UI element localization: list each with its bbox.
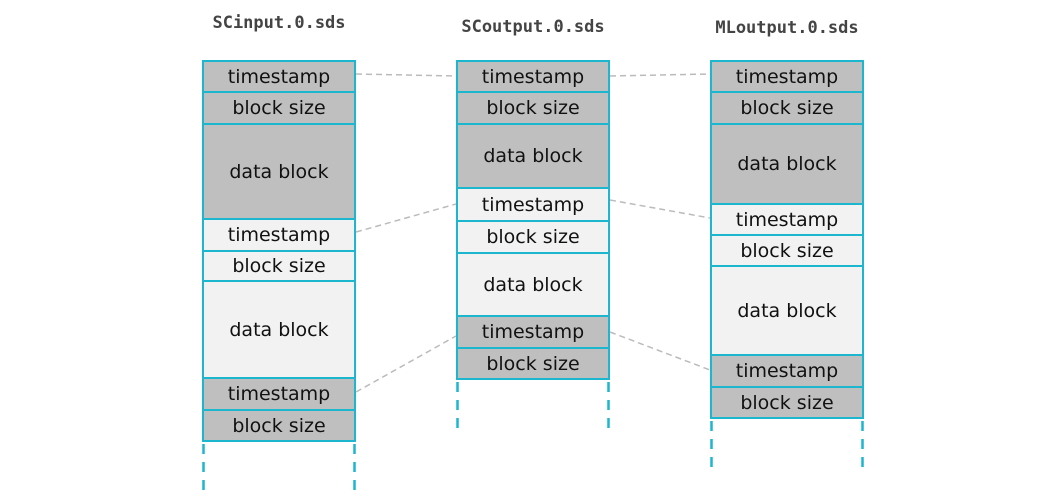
timestamp-link-line: [355, 335, 457, 393]
data-block-cell: data block: [710, 123, 864, 205]
block-size-cell: block size: [456, 347, 610, 380]
timestamp-cell: timestamp: [456, 187, 610, 222]
timestamp-link-line: [609, 331, 711, 371]
timestamp-link-line: [609, 73, 711, 77]
data-block-cell: data block: [456, 252, 610, 317]
timestamp-link-line: [355, 203, 457, 233]
file-title-scoutput: SCoutput.0.sds: [461, 17, 605, 37]
file-title-mloutput: MLoutput.0.sds: [715, 18, 859, 38]
timestamp-cell: timestamp: [710, 203, 864, 236]
timestamp-link-line: [355, 73, 457, 77]
data-block-cell: data block: [202, 123, 356, 220]
block-size-cell: block size: [710, 234, 864, 267]
block-size-cell: block size: [202, 250, 356, 282]
file-title-scinput: SCinput.0.sds: [212, 13, 346, 33]
block-size-cell: block size: [456, 220, 610, 254]
block-size-cell: block size: [710, 386, 864, 419]
timestamp-link-line: [609, 199, 711, 219]
timestamp-cell: timestamp: [202, 218, 356, 252]
timestamp-cell: timestamp: [710, 60, 864, 93]
block-size-cell: block size: [456, 91, 610, 125]
block-size-cell: block size: [202, 409, 356, 442]
